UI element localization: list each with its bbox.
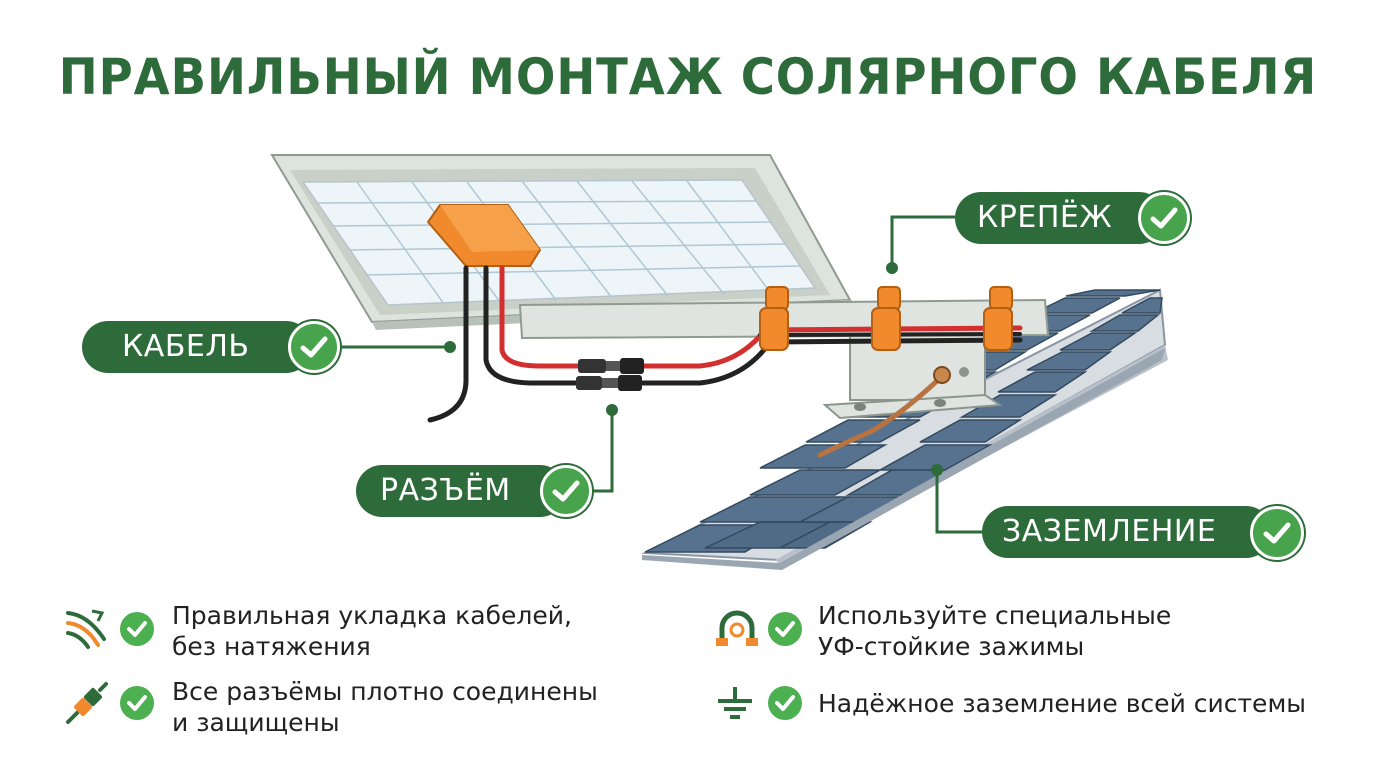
- tip-4-text: Надёжное заземление всей системы: [818, 688, 1306, 719]
- tip-4-check-icon: [768, 686, 802, 720]
- plug-connector-icon: [66, 682, 108, 724]
- tip-3-text: Используйте специальные УФ-стойкие зажим…: [818, 600, 1171, 662]
- cable-check-icon: [288, 321, 340, 373]
- callout-grounding-label: ЗАЗЕМЛЕНИЕ: [1002, 514, 1217, 549]
- tip-1-check-icon: [120, 612, 154, 646]
- junction-box: [426, 204, 542, 267]
- solar-panel: [270, 154, 1050, 340]
- ground-lug: [933, 366, 969, 384]
- tip-3-check-icon: [768, 612, 802, 646]
- page-title: ПРАВИЛЬНЫЙ МОНТАЖ СОЛЯРНОГО КАБЕЛЯ: [58, 48, 1318, 106]
- cable-clamps: [759, 286, 1013, 351]
- tip-3-line-1: Используйте специальные: [818, 601, 1172, 630]
- callout-cable: КАБЕЛЬ: [82, 321, 312, 373]
- mounting-bracket: [822, 334, 1003, 420]
- callout-connector: РАЗЪЁМ: [356, 465, 566, 517]
- callout-fastener: КРЕПЁЖ: [955, 192, 1165, 244]
- callout-fastener-label: КРЕПЁЖ: [977, 200, 1113, 235]
- tip-3-line-2: УФ-стойкие зажимы: [818, 632, 1085, 661]
- callout-cable-label: КАБЕЛЬ: [122, 329, 250, 364]
- leader-lines: [340, 215, 985, 534]
- connector-check-icon: [540, 465, 592, 517]
- fastener-check-icon: [1138, 192, 1190, 244]
- cable-routing-icon: [66, 609, 106, 649]
- tip-2-line-1: Все разъёмы плотно соединены: [172, 677, 598, 706]
- mc4-connectors: [576, 358, 644, 391]
- tip-2-text: Все разъёмы плотно соединены и защищены: [172, 676, 598, 738]
- ground-symbol-icon: [718, 687, 752, 719]
- tip-1-line-1: Правильная укладка кабелей,: [172, 601, 572, 630]
- tip-1-line-2: без натяжения: [172, 632, 371, 661]
- callout-grounding: ЗАЗЕМЛЕНИЕ: [982, 506, 1272, 558]
- tip-2-check-icon: [120, 686, 154, 720]
- grounding-check-icon: [1250, 506, 1304, 560]
- callout-connector-label: РАЗЪЁМ: [380, 473, 511, 508]
- uv-clamp-icon: [716, 610, 758, 646]
- tip-4-line-1: Надёжное заземление всей системы: [818, 689, 1307, 718]
- tip-2-line-2: и защищены: [172, 708, 340, 737]
- tip-1-text: Правильная укладка кабелей, без натяжени…: [172, 600, 572, 662]
